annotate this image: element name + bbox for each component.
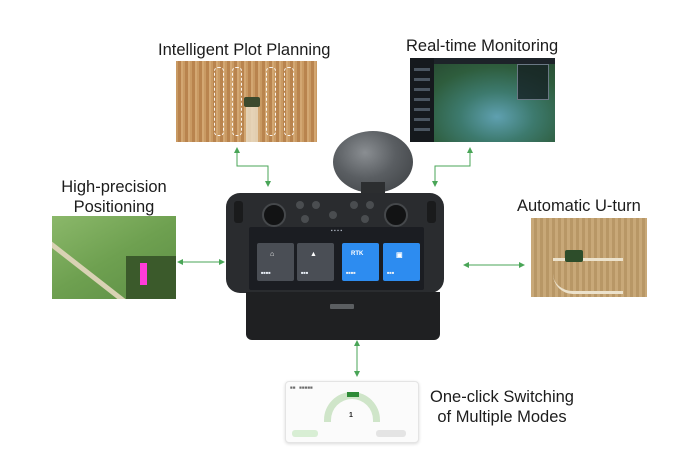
screen-tile-1: ⌂■■■■ bbox=[257, 243, 294, 281]
position-marker-icon bbox=[140, 263, 147, 285]
u-turn-image bbox=[531, 218, 647, 297]
u-turn-label: Automatic U-turn bbox=[517, 197, 641, 215]
plot-planning-image bbox=[176, 61, 317, 142]
plot-planning-label: Intelligent Plot Planning bbox=[158, 41, 331, 59]
mode-pill-1 bbox=[292, 430, 318, 437]
mode-pill-2 bbox=[376, 430, 406, 437]
gauge-value: 1 bbox=[349, 412, 353, 419]
positioning-label-line2: Positioning bbox=[73, 198, 155, 216]
mode-switch-label-line2: of Multiple Modes bbox=[437, 408, 567, 426]
tractor-icon bbox=[565, 250, 583, 262]
drone-icon: ⌂ bbox=[270, 251, 275, 258]
rtk-badge: RTK bbox=[351, 251, 364, 257]
mode-switch-label: One-click Switching of Multiple Modes bbox=[422, 387, 582, 427]
screen-tile-4: ▣■■■ bbox=[383, 243, 420, 281]
arrow-monitoring bbox=[432, 147, 473, 187]
screen-title-bar: ▪ ▪ ▪ ▪ bbox=[330, 228, 343, 234]
antenna-mount bbox=[361, 182, 385, 196]
video-panel bbox=[517, 64, 549, 100]
positioning-label: High-precision Positioning bbox=[52, 177, 176, 217]
monitoring-image bbox=[410, 58, 555, 142]
tractor-icon bbox=[244, 97, 260, 107]
arrow-plot-planning bbox=[234, 147, 271, 187]
monitoring-label: Real-time Monitoring bbox=[406, 37, 559, 55]
mode-tabs: ■■ ■■■■■ bbox=[290, 385, 313, 390]
right-joystick-icon bbox=[384, 203, 408, 227]
warning-icon: ▲ bbox=[310, 251, 317, 258]
positioning-label-line1: High-precision bbox=[61, 178, 167, 196]
gauge-needle-icon bbox=[347, 392, 359, 397]
mode-switch-label-line1: One-click Switching bbox=[430, 388, 574, 406]
mode-switch-card: ■■ ■■■■■ 1 bbox=[285, 381, 419, 443]
controller-stand bbox=[246, 292, 440, 340]
screen-tile-2: ▲■■■ bbox=[297, 243, 334, 281]
positioning-image bbox=[52, 216, 176, 299]
left-joystick-icon bbox=[262, 203, 286, 227]
screen-tile-3: RTK■■■■ bbox=[342, 243, 379, 281]
controller-screen: ▪ ▪ ▪ ▪ ⌂■■■■ ▲■■■ RTK■■■■ ▣■■■ bbox=[249, 227, 424, 290]
map-icon: ▣ bbox=[396, 252, 403, 259]
